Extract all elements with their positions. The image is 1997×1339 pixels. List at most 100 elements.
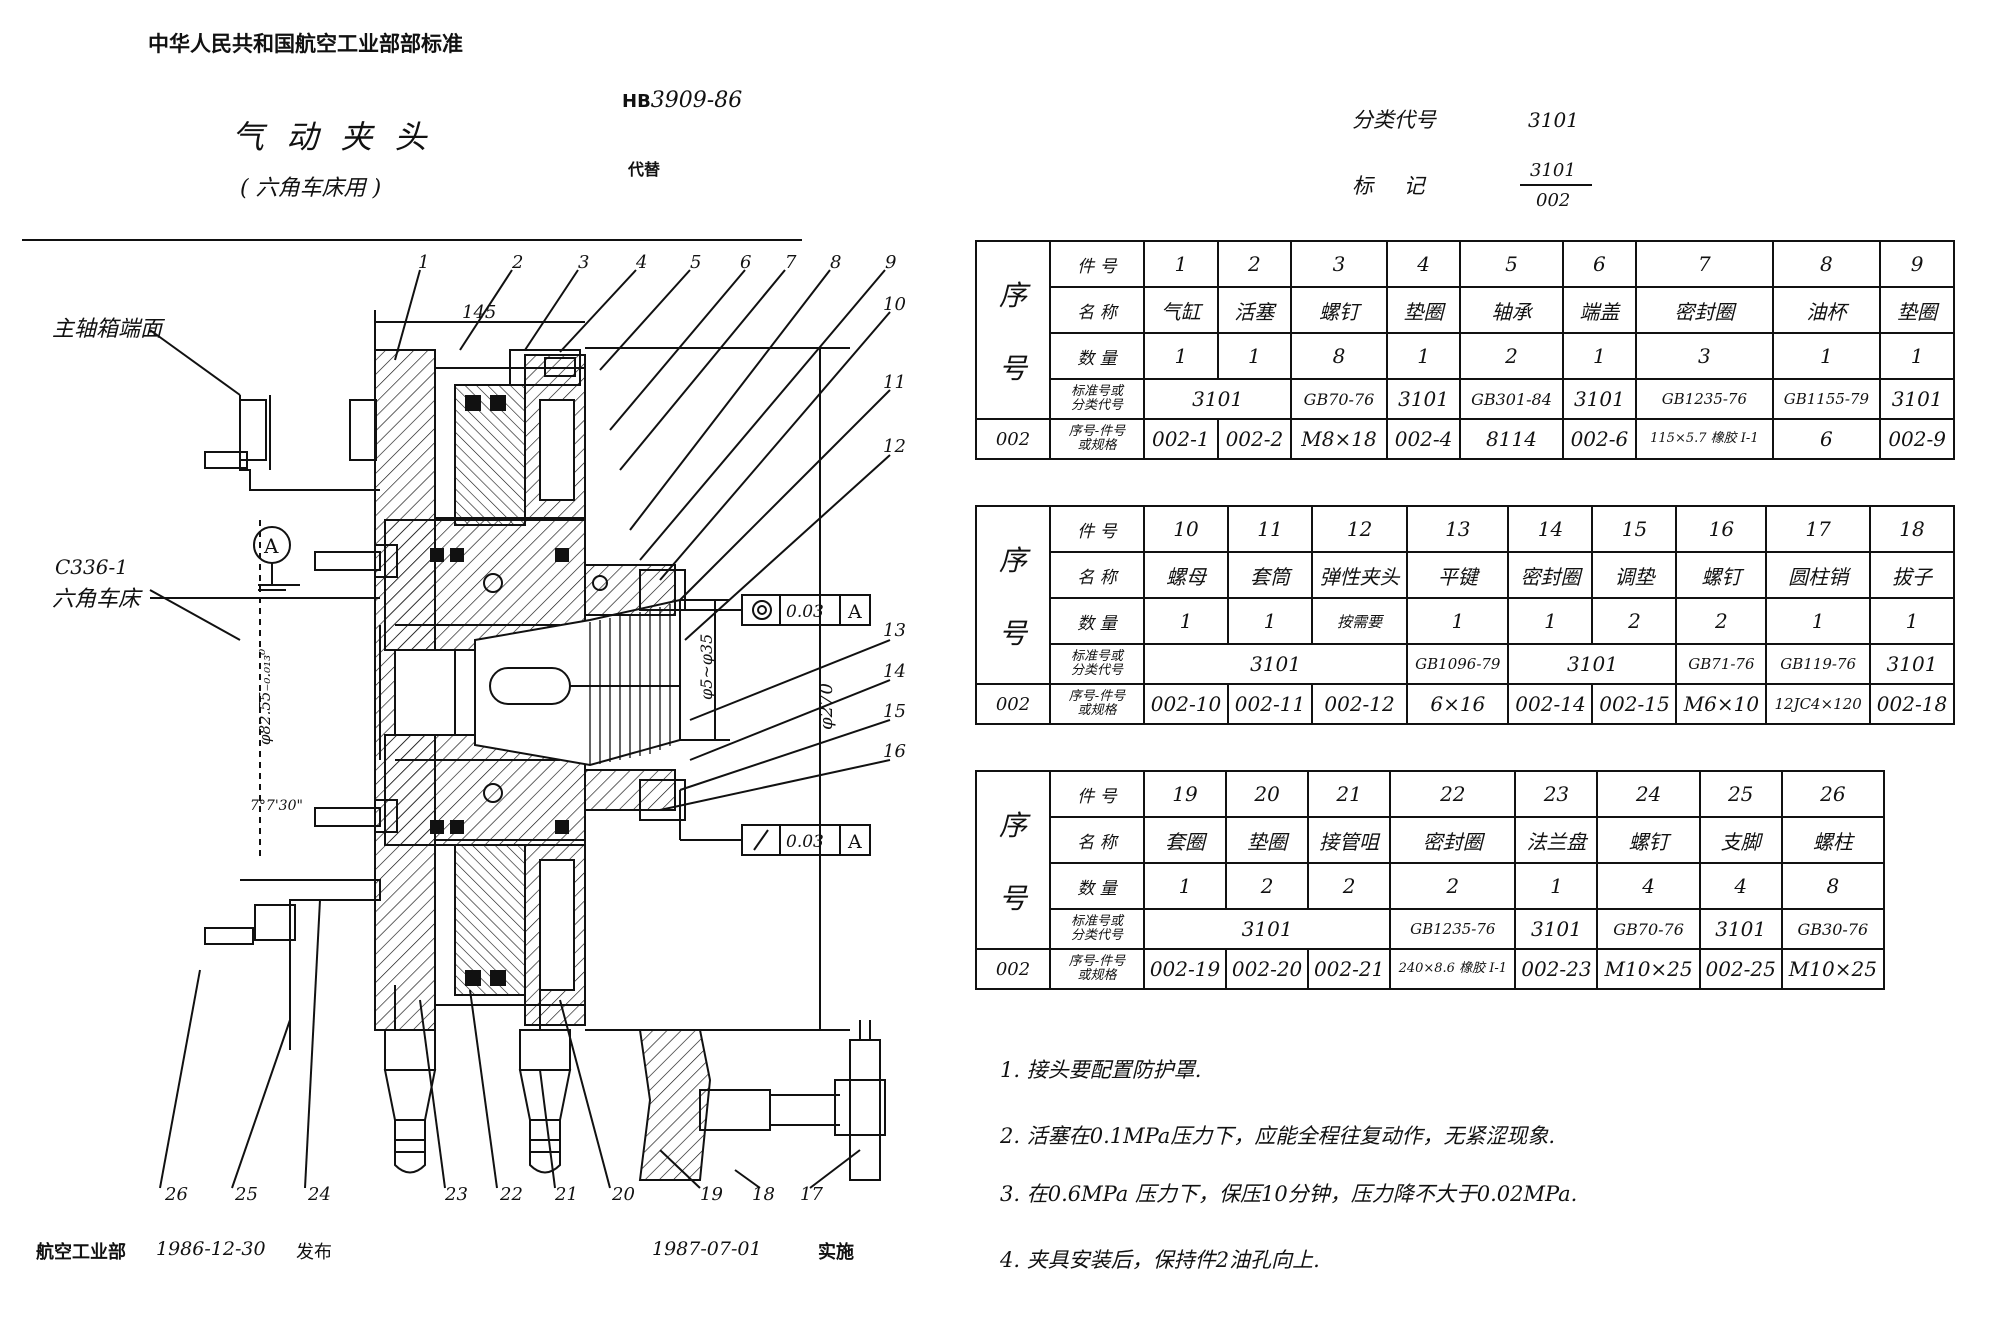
note-3: 3. 在0.6MPa 压力下，保压10分钟，压力降不大于0.02MPa. xyxy=(1000,1182,1578,1206)
t2-spec-13: 6×16 xyxy=(1406,683,1510,725)
t3-item-20: 20 xyxy=(1225,770,1310,818)
t3-name-20: 垫圈 xyxy=(1225,816,1310,864)
t2-std-3: GB71-76 xyxy=(1675,643,1768,685)
standard-code: 3909-86 xyxy=(650,88,743,113)
t2-spec-16: M6×10 xyxy=(1675,683,1768,725)
datum-a-circle-label: A xyxy=(263,534,279,558)
t3-item-23: 23 xyxy=(1514,770,1599,818)
label-standard-2: 标准号或分类代号 xyxy=(1049,643,1145,685)
code-002-t3: 002 xyxy=(975,948,1051,990)
bom-table-2: 序号 件 号 10 11 12 13 14 15 16 17 18 名 称 螺母… xyxy=(975,505,1956,725)
t1-item-6: 6 xyxy=(1561,240,1638,288)
org-standard-title: 中华人民共和国航空工业部部标准 xyxy=(148,32,463,56)
part-number-9: 9 xyxy=(885,252,896,273)
t1-std-1: GB70-76 xyxy=(1290,378,1388,420)
t3-item-25: 25 xyxy=(1698,770,1783,818)
dim-angle: 7°7'30" xyxy=(250,798,303,814)
t2-item-14: 14 xyxy=(1507,505,1594,553)
mark-numerator: 3101 xyxy=(1530,160,1576,181)
t1-spec-8: 6 xyxy=(1771,418,1882,460)
t1-qty-2: 1 xyxy=(1216,332,1293,380)
t2-item-18: 18 xyxy=(1868,505,1956,553)
t2-std-0: 3101 xyxy=(1142,643,1409,685)
t3-name-26: 螺柱 xyxy=(1780,816,1886,864)
t1-item-2: 2 xyxy=(1216,240,1293,288)
t3-qty-20: 2 xyxy=(1225,862,1310,910)
t1-name-8: 油杯 xyxy=(1771,286,1882,334)
part-number-22: 22 xyxy=(499,1184,523,1205)
t2-name-18: 拔子 xyxy=(1868,551,1956,599)
t1-qty-5: 2 xyxy=(1459,332,1564,380)
t3-qty-21: 2 xyxy=(1307,862,1392,910)
t1-std-6: GB1155-79 xyxy=(1771,378,1882,420)
t2-item-16: 16 xyxy=(1675,505,1768,553)
part-number-20: 20 xyxy=(611,1184,635,1205)
replaces-label: 代替 xyxy=(628,160,661,179)
t2-item-10: 10 xyxy=(1143,505,1229,553)
bom-table-3: 序号 件 号 19 20 21 22 23 24 25 26 名 称 套圈 垫圈… xyxy=(975,770,1886,990)
part-number-23: 23 xyxy=(444,1184,468,1205)
label-spec: 序号-件号或规格 xyxy=(1049,418,1145,460)
t1-std-0: 3101 xyxy=(1142,378,1293,420)
t2-qty-13: 1 xyxy=(1406,597,1510,645)
t3-qty-26: 8 xyxy=(1780,862,1886,910)
t1-std-7: 3101 xyxy=(1879,378,1955,420)
category-label: 分类代号 xyxy=(1352,108,1436,132)
part-number-7: 7 xyxy=(785,252,797,273)
t1-std-5: GB1235-76 xyxy=(1635,378,1774,420)
t1-item-8: 8 xyxy=(1771,240,1882,288)
t2-spec-15: 002-15 xyxy=(1591,683,1678,725)
label-spec-2: 序号-件号或规格 xyxy=(1049,683,1145,725)
t2-name-16: 螺钉 xyxy=(1675,551,1768,599)
effective-label: 实施 xyxy=(818,1242,854,1263)
t2-item-13: 13 xyxy=(1406,505,1510,553)
standard-prefix: HB xyxy=(622,91,651,112)
part-number-15: 15 xyxy=(883,701,906,722)
t2-qty-14: 1 xyxy=(1507,597,1594,645)
t2-std-4: GB119-76 xyxy=(1765,643,1871,685)
t3-qty-24: 4 xyxy=(1596,862,1701,910)
t3-spec-24: M10×25 xyxy=(1596,948,1701,990)
t1-qty-4: 1 xyxy=(1385,332,1462,380)
label-qty: 数 量 xyxy=(1049,332,1145,380)
t2-spec-18: 002-18 xyxy=(1868,683,1956,725)
t1-qty-3: 8 xyxy=(1290,332,1388,380)
part-number-8: 8 xyxy=(830,252,841,273)
t1-name-2: 活塞 xyxy=(1216,286,1293,334)
dim-phi82: φ82.55₋₀.₀₁₃⁰ xyxy=(256,649,274,745)
code-002-t1: 002 xyxy=(975,418,1051,460)
t3-spec-23: 002-23 xyxy=(1514,948,1599,990)
t2-qty-15: 2 xyxy=(1591,597,1678,645)
t3-spec-22: 240×8.6 橡胶 I-1 xyxy=(1389,948,1517,990)
t2-std-5: 3101 xyxy=(1868,643,1956,685)
label-name-3: 名 称 xyxy=(1049,816,1145,864)
t2-name-15: 调垫 xyxy=(1591,551,1678,599)
t3-name-22: 密封圈 xyxy=(1389,816,1517,864)
label-qty-2: 数 量 xyxy=(1049,597,1145,645)
t2-qty-18: 1 xyxy=(1868,597,1956,645)
part-number-13: 13 xyxy=(883,620,906,641)
t1-item-4: 4 xyxy=(1385,240,1462,288)
t3-item-24: 24 xyxy=(1596,770,1701,818)
issue-label: 发布 xyxy=(296,1242,332,1263)
t1-spec-1: 002-1 xyxy=(1143,418,1219,460)
t3-item-26: 26 xyxy=(1780,770,1886,818)
t3-std-4: 3101 xyxy=(1698,908,1783,950)
t2-std-2: 3101 xyxy=(1507,643,1678,685)
t3-std-0: 3101 xyxy=(1142,908,1392,950)
t2-spec-17: 12JC4×120 xyxy=(1765,683,1871,725)
t3-spec-19: 002-19 xyxy=(1142,948,1228,990)
t1-item-5: 5 xyxy=(1459,240,1564,288)
part-number-14: 14 xyxy=(883,661,906,682)
effective-date: 1987-07-01 xyxy=(652,1238,762,1260)
t1-spec-2: 002-2 xyxy=(1216,418,1293,460)
t3-name-21: 接管咀 xyxy=(1307,816,1392,864)
t1-name-5: 轴承 xyxy=(1459,286,1564,334)
t2-item-17: 17 xyxy=(1765,505,1871,553)
t3-spec-20: 002-20 xyxy=(1225,948,1310,990)
part-number-16: 16 xyxy=(883,741,906,762)
issue-date: 1986-12-30 xyxy=(156,1238,266,1260)
t1-std-2: 3101 xyxy=(1385,378,1462,420)
label-spec-3: 序号-件号或规格 xyxy=(1049,948,1145,990)
machine-code-label: C336-1 xyxy=(55,555,128,579)
